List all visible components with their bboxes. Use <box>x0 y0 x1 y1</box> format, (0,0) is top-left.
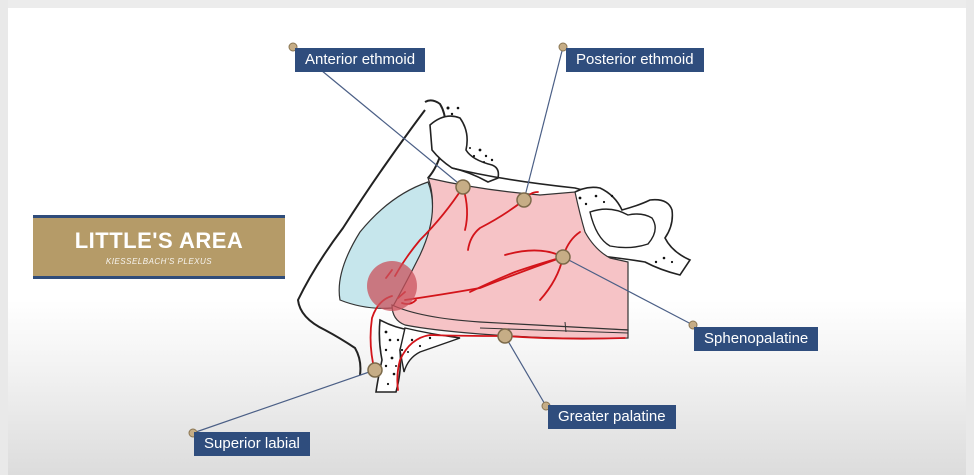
node-greater-palatine <box>498 329 512 343</box>
label-superior-labial: Superior labial <box>194 432 310 456</box>
node-sphenopalatine <box>556 250 570 264</box>
label-posterior-ethmoid: Posterior ethmoid <box>566 48 704 72</box>
leader-posterior-ethmoid <box>524 47 563 200</box>
node-superior-labial <box>368 363 382 377</box>
label-greater-palatine: Greater palatine <box>548 405 676 429</box>
title-card-heading: LITTLE'S AREA <box>33 228 285 254</box>
leader-superior-labial <box>193 370 375 433</box>
node-posterior-ethmoid <box>517 193 531 207</box>
title-card: LITTLE'S AREA KIESSELBACH'S PLEXUS <box>33 215 285 279</box>
leader-greater-palatine <box>505 336 546 406</box>
littles-area-highlight <box>367 261 417 311</box>
label-sphenopalatine: Sphenopalatine <box>694 327 818 351</box>
frontal-bone <box>430 116 498 182</box>
label-anterior-ethmoid: Anterior ethmoid <box>295 48 425 72</box>
title-card-subtitle: KIESSELBACH'S PLEXUS <box>33 257 285 266</box>
node-anterior-ethmoid <box>456 180 470 194</box>
